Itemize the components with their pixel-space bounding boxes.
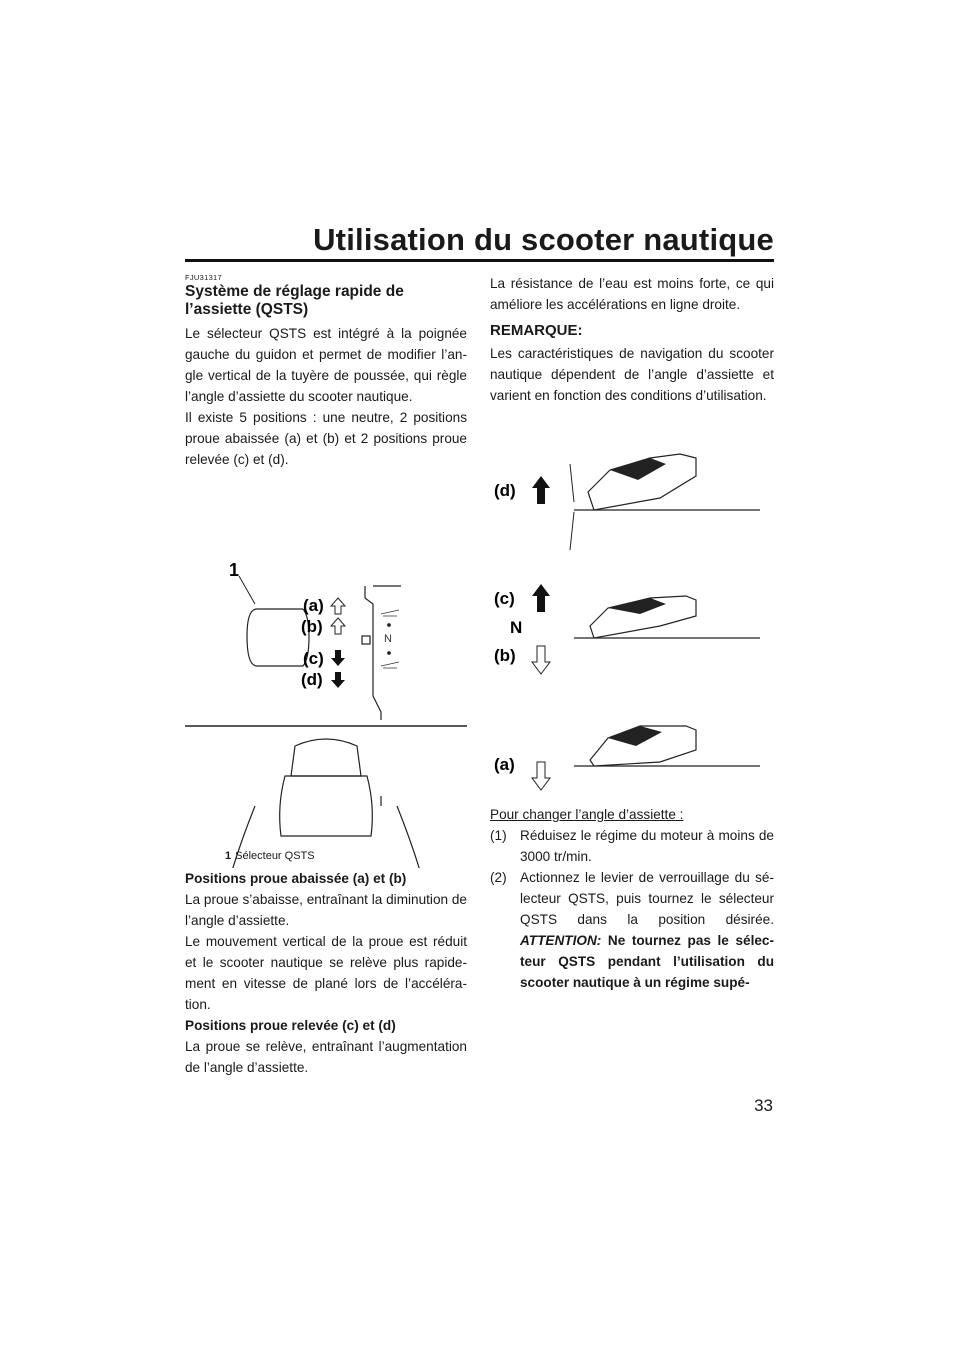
callout-1: 1 <box>229 560 239 580</box>
positions-paragraph: Il existe 5 positions : une neutre, 2 po… <box>185 410 467 467</box>
page-number: 33 <box>754 1096 773 1115</box>
right-column: La résistance de l’eau est moins forte, … <box>490 273 774 993</box>
remarque-paragraph: Les caractéristiques de navigation du sc… <box>490 346 774 403</box>
label-d-low: (d) <box>339 827 361 846</box>
remarque-heading: REMARQUE: <box>490 322 583 339</box>
procedure-steps: (1) Réduisez le régime du moteur à moins… <box>490 825 774 993</box>
left-column: FJU31317 Système de réglage rapide de l’… <box>185 273 467 1078</box>
bow-down-paragraph-1: La proue s’abaisse, entraînant la diminu… <box>185 892 467 928</box>
arrow-b-right-icon <box>531 645 551 675</box>
step-1: (1) Réduisez le régime du moteur à moins… <box>490 825 774 867</box>
trim-angle-figure: (d) (c) N (b) (a) <box>494 453 760 791</box>
dial-label-n: N <box>384 633 392 645</box>
arrow-a-outline-icon <box>329 597 347 615</box>
label-d-right: (d) <box>494 481 516 500</box>
procedure-heading: Pour changer l’angle d’assiette : <box>490 807 684 822</box>
label-c-right: (c) <box>494 589 515 608</box>
arrow-b-outline-icon <box>329 617 347 635</box>
bow-up-paragraph: La proue se relève, entraînant l’augment… <box>185 1039 467 1075</box>
arrow-d-filled-icon <box>331 672 345 688</box>
label-a-right: (a) <box>494 755 515 774</box>
arrow-d-right-icon <box>532 476 550 504</box>
arrow-a-low-icon <box>320 897 338 915</box>
step-1-text: Réduisez le régime du moteur à moins de … <box>520 828 774 864</box>
label-b-top: (b) <box>301 617 323 636</box>
handle-grip-detail <box>246 585 401 806</box>
caption-number: 1 <box>225 850 232 862</box>
label-b-right: (b) <box>494 646 516 665</box>
craft-neutral <box>574 595 760 639</box>
label-a-top: (a) <box>303 596 324 615</box>
attention-label: ATTENTION: <box>520 933 602 948</box>
arrow-c-right-icon <box>532 584 550 612</box>
arrow-c-filled-icon <box>331 650 345 666</box>
qsts-selector-figure: 1 (a) (b) (c) (d) N <box>185 560 467 868</box>
step-2-number: (2) <box>490 870 507 885</box>
label-n-right: N <box>510 618 522 637</box>
arrow-c-low-icon <box>322 849 336 865</box>
header-rule <box>185 259 774 262</box>
arrow-b-low-icon <box>320 877 338 895</box>
bow-down-heading: Positions proue abaissée (a) et (b) <box>185 871 407 886</box>
caption-text: Sélecteur QSTS <box>235 850 315 862</box>
section-heading: Système de réglage rapide de l’assiette … <box>185 283 404 318</box>
watercraft-stern-illustration <box>232 738 420 868</box>
label-c-low: (c) <box>339 849 360 868</box>
header-title: Utilisation du scooter nautique <box>313 222 774 257</box>
craft-d <box>569 453 760 551</box>
label-d-top: (d) <box>301 670 323 689</box>
craft-a <box>574 725 760 767</box>
section-code: FJU31317 <box>185 273 223 282</box>
arrow-d-low-icon <box>322 828 336 844</box>
intro-paragraph: Le sélecteur QSTS est intégré à la poign… <box>185 326 467 404</box>
label-c-top: (c) <box>303 649 324 668</box>
arrow-a-right-icon <box>531 761 551 791</box>
label-b-low: (b) <box>339 879 361 898</box>
selector-dial-marks <box>380 609 400 669</box>
bow-up-heading: Positions proue relevée (c) et (d) <box>185 1018 396 1033</box>
bow-down-paragraph-2: Le mouvement vertical de la proue est ré… <box>185 934 467 1012</box>
step-1-number: (1) <box>490 828 507 843</box>
label-a-low: (a) <box>339 899 360 918</box>
attention-text: Ne tournez pas le sélec-teur QSTS pendan… <box>520 933 775 990</box>
resistance-paragraph: La résistance de l’eau est moins forte, … <box>490 276 774 312</box>
step-2-text: Actionnez le levier de verrouillage du s… <box>520 870 774 927</box>
step-2: (2) Actionnez le levier de verrouillage … <box>490 867 774 993</box>
